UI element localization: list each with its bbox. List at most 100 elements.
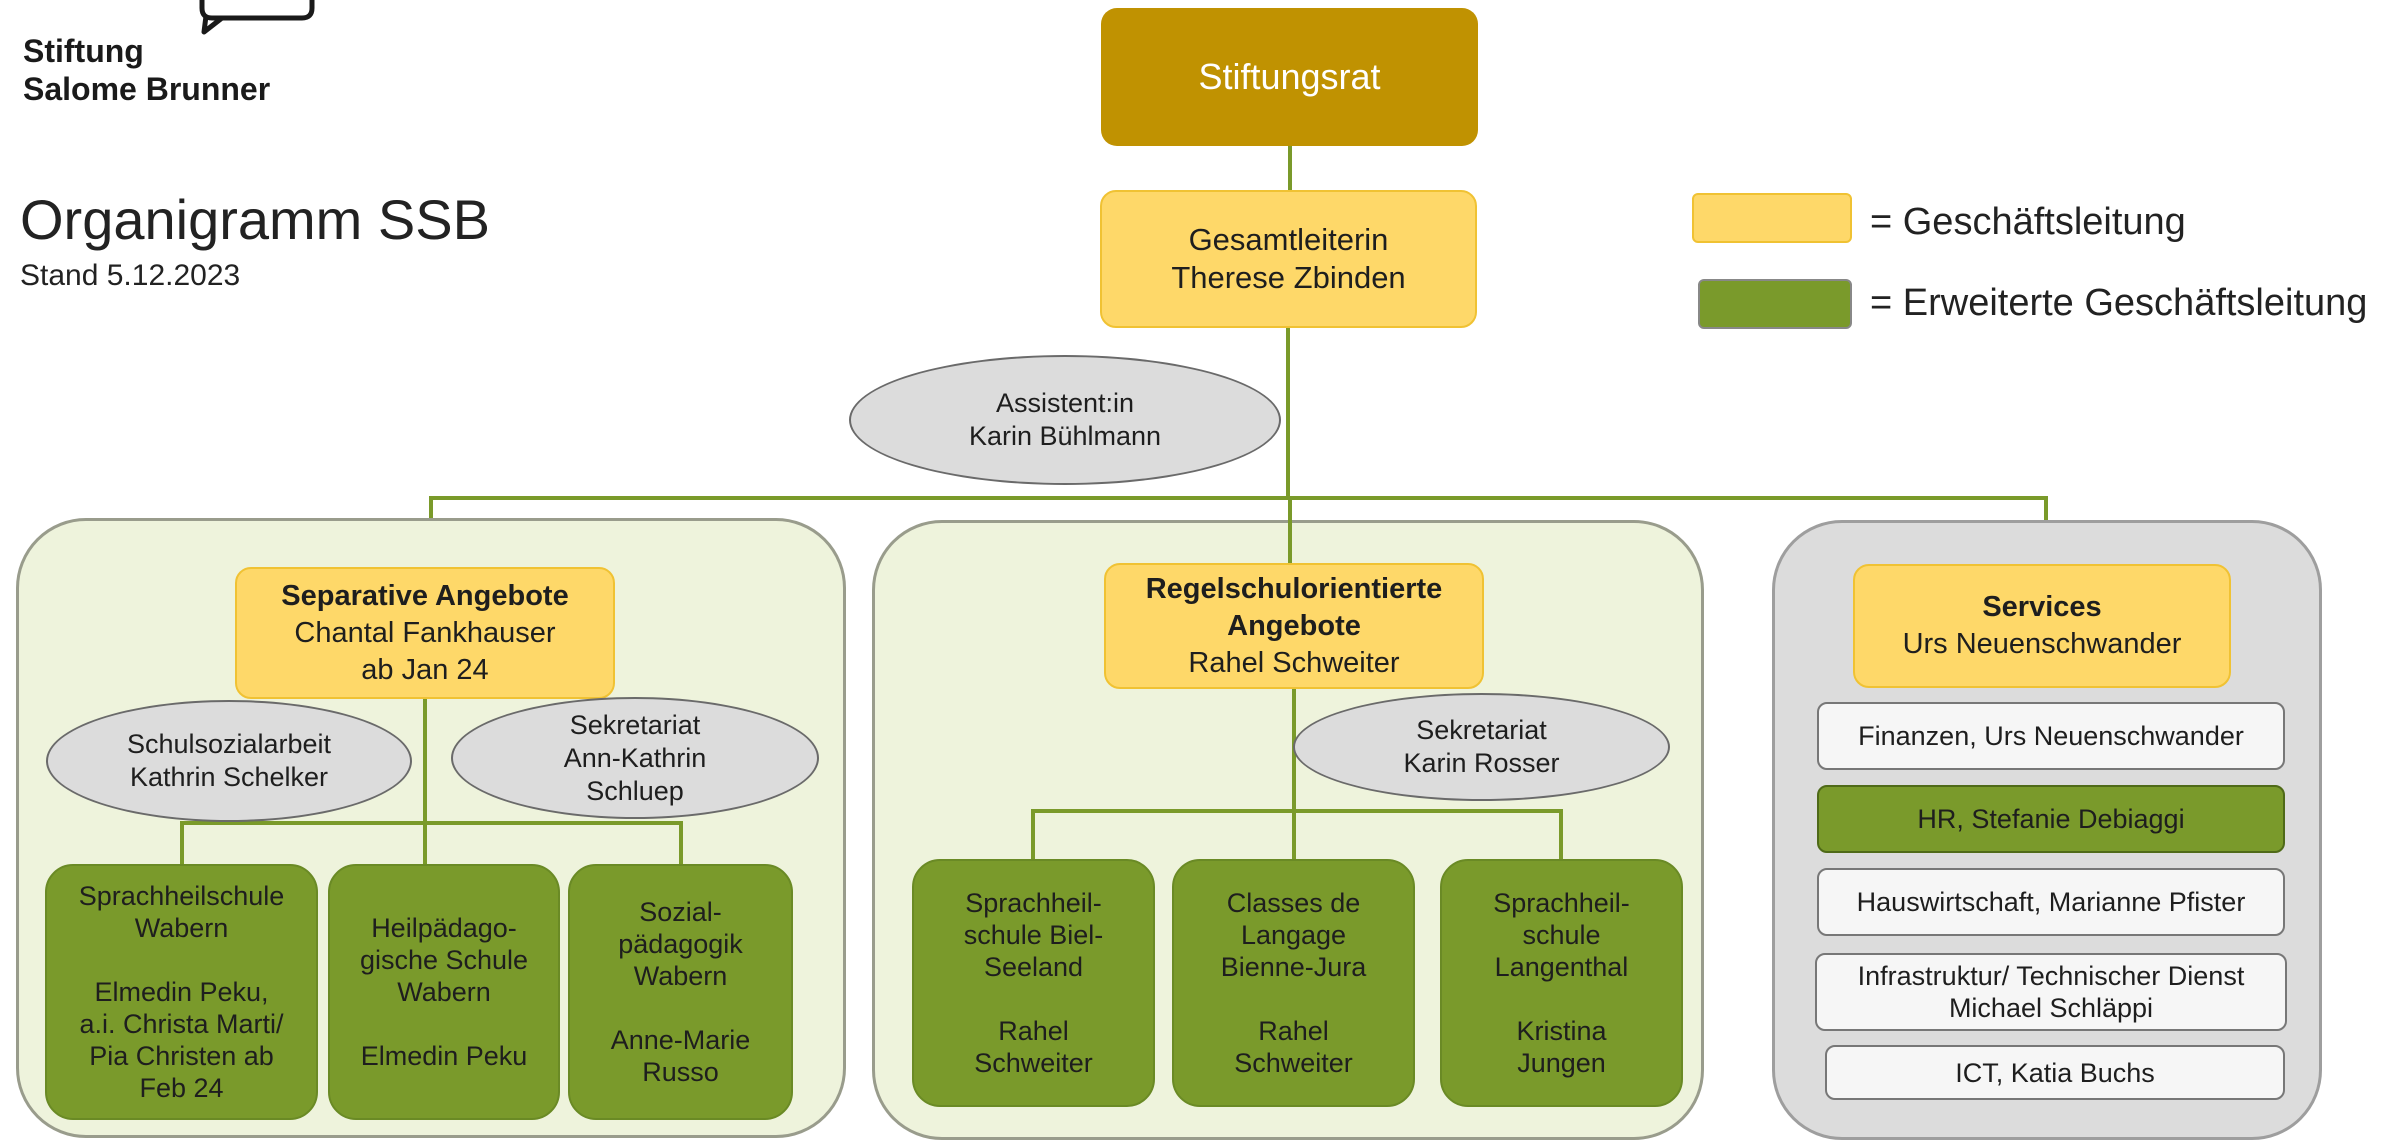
- connector-separative-unit-3: [679, 821, 683, 864]
- separative-head-box: Separative Angebote Chantal Fankhauser a…: [235, 567, 615, 699]
- separative-secretariat-ellipse: Sekretariat Ann-Kathrin Schluep: [451, 697, 819, 819]
- connector-regular-down: [1292, 689, 1296, 861]
- unit-line: Pia Christen ab: [89, 1041, 274, 1071]
- regular-unit: Sprachheil- schule Biel- Seeland Rahel S…: [912, 859, 1155, 1107]
- regular-secretariat-role: Sekretariat: [1416, 715, 1547, 745]
- unit-line: Jungen: [1517, 1048, 1606, 1078]
- separative-unit: Sozial- pädagogik Wabern Anne-Marie Russ…: [568, 864, 793, 1120]
- logo-line-1: Stiftung: [23, 33, 144, 69]
- unit-line: Sozial-: [639, 897, 722, 927]
- legend-swatch-management: [1692, 193, 1852, 243]
- connector-regular-unit-3: [1559, 809, 1563, 859]
- regular-head-box: Regelschulorientierte Angebote Rahel Sch…: [1104, 563, 1484, 689]
- legend-label-extended: = Erweiterte Geschäftsleitung: [1870, 282, 2368, 324]
- unit-line: Langenthal: [1494, 952, 1629, 982]
- unit-line: Schweiter: [1234, 1048, 1353, 1078]
- legend-swatch-extended: [1698, 279, 1852, 329]
- assistant-name: Karin Bühlmann: [968, 421, 1162, 451]
- unit-line: Kristina: [1516, 1016, 1607, 1046]
- unit-line: Russo: [642, 1057, 719, 1087]
- connector-separative-unit-2: [423, 821, 427, 864]
- unit-line: Seeland: [983, 952, 1084, 982]
- assistant-ellipse: Assistent:in Karin Bühlmann: [849, 355, 1281, 485]
- page-subtitle: Stand 5.12.2023: [20, 259, 241, 292]
- unit-line: gische Schule: [359, 945, 529, 975]
- board-box: Stiftungsrat: [1101, 8, 1478, 146]
- connector-separative-unit-1: [180, 821, 184, 864]
- regular-name: Rahel Schweiter: [1188, 646, 1400, 679]
- unit-line: Wabern: [633, 961, 728, 991]
- separative-secretariat-role: Sekretariat: [569, 709, 701, 740]
- connector-to-services: [2044, 496, 2048, 520]
- speech-bubble-icon: [199, 0, 315, 35]
- unit-line: a.i. Christa Marti/: [79, 1009, 284, 1039]
- unit-line: Bienne-Jura: [1220, 952, 1367, 982]
- regular-secretariat-name: Karin Rosser: [1403, 748, 1560, 778]
- director-box: Gesamtleiterin Therese Zbinden: [1100, 190, 1477, 328]
- connector-separative-down: [423, 697, 427, 825]
- separative-title: Separative Angebote: [281, 579, 569, 612]
- separative-unit: Heilpädago- gische Schule Wabern Elmedin…: [328, 864, 560, 1120]
- unit-line: Sprachheil-: [965, 888, 1102, 918]
- services-name: Urs Neuenschwander: [1902, 628, 2182, 660]
- unit-line: Anne-Marie: [610, 1025, 751, 1055]
- connector-to-regular: [1288, 496, 1292, 564]
- unit-line: schule: [1522, 920, 1601, 950]
- connector-regular-unit-1: [1031, 809, 1035, 861]
- services-item-line: Michael Schläppi: [1948, 993, 2154, 1023]
- unit-line: Wabern: [134, 913, 229, 943]
- director-name: Therese Zbinden: [1171, 260, 1406, 295]
- social-work-ellipse: Schulsozialarbeit Kathrin Schelker: [46, 700, 412, 822]
- separative-note: ab Jan 24: [361, 653, 489, 686]
- unit-line: Rahel: [1258, 1016, 1329, 1046]
- unit-line: Elmedin Peku: [360, 1041, 528, 1071]
- board-label: Stiftungsrat: [1198, 56, 1381, 97]
- regular-unit: Sprachheil- schule Langenthal Kristina J…: [1440, 859, 1683, 1107]
- services-title: Services: [1982, 591, 2102, 623]
- connector-director-branch: [1286, 328, 1290, 500]
- unit-line: Sprachheilschule: [78, 881, 285, 911]
- services-item-line: ICT, Katia Buchs: [1955, 1057, 2155, 1088]
- unit-line: Wabern: [397, 977, 491, 1007]
- services-head-box: Services Urs Neuenschwander: [1853, 564, 2231, 688]
- legend-label-management: = Geschäftsleitung: [1870, 201, 2186, 243]
- director-role: Gesamtleiterin: [1188, 222, 1389, 257]
- separative-secretariat-name-1: Ann-Kathrin: [563, 742, 707, 773]
- unit-line: Classes de: [1226, 888, 1361, 918]
- unit-line: Langage: [1240, 920, 1347, 950]
- unit-line: schule Biel-: [963, 920, 1104, 950]
- social-work-name: Kathrin Schelker: [129, 762, 329, 792]
- logo-line-2: Salome Brunner: [23, 71, 271, 107]
- page-title: Organigramm SSB: [20, 188, 490, 251]
- connector-to-separative: [429, 496, 433, 518]
- services-item-infrastructure: Infrastruktur/ Technischer Dienst Michae…: [1815, 953, 2287, 1031]
- services-item-ict: ICT, Katia Buchs: [1825, 1045, 2285, 1100]
- connector-regular-horizontal: [1031, 809, 1563, 813]
- services-item-line: Infrastruktur/ Technischer Dienst: [1857, 961, 2245, 991]
- services-item-line: Hauswirtschaft, Marianne Pfister: [1856, 887, 2246, 917]
- connector-separative-horizontal: [180, 821, 683, 825]
- services-item-line: HR, Stefanie Debiaggi: [1917, 804, 2185, 834]
- separative-secretariat-name-2: Schluep: [586, 775, 684, 806]
- services-item-line: Finanzen, Urs Neuenschwander: [1858, 721, 2244, 751]
- services-item-hr: HR, Stefanie Debiaggi: [1817, 785, 2285, 853]
- regular-unit: Classes de Langage Bienne-Jura Rahel Sch…: [1172, 859, 1415, 1107]
- assistant-role: Assistent:in: [995, 388, 1135, 418]
- unit-line: Feb 24: [139, 1073, 224, 1103]
- unit-line: Heilpädago-: [371, 913, 517, 943]
- regular-secretariat-ellipse: Sekretariat Karin Rosser: [1293, 693, 1670, 801]
- separative-unit: Sprachheilschule Wabern Elmedin Peku, a.…: [45, 864, 318, 1120]
- services-item-housekeeping: Hauswirtschaft, Marianne Pfister: [1817, 868, 2285, 936]
- unit-line: Elmedin Peku,: [94, 977, 269, 1007]
- unit-line: Sprachheil-: [1493, 888, 1630, 918]
- unit-line: Rahel: [998, 1016, 1069, 1046]
- foundation-logo: Stiftung Salome Brunner: [23, 32, 270, 108]
- connector-horizontal-main: [429, 496, 2048, 500]
- unit-line: Schweiter: [974, 1048, 1093, 1078]
- regular-title-2: Angebote: [1227, 609, 1361, 642]
- unit-line: pädagogik: [618, 929, 743, 959]
- separative-name: Chantal Fankhauser: [294, 616, 556, 649]
- services-item-finance: Finanzen, Urs Neuenschwander: [1817, 702, 2285, 770]
- connector-board-director: [1288, 146, 1292, 190]
- social-work-role: Schulsozialarbeit: [126, 729, 332, 759]
